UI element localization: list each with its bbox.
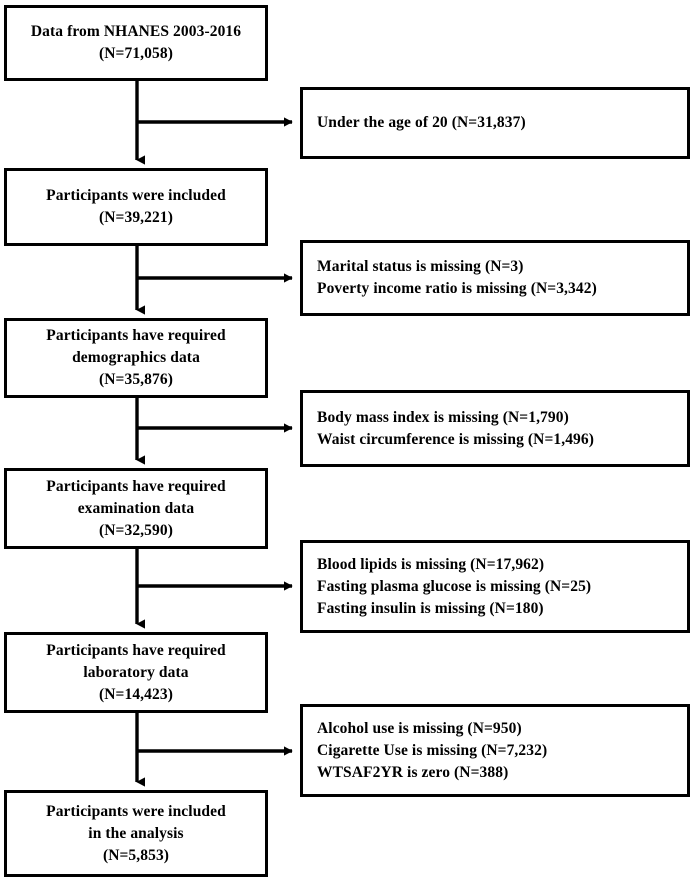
exclusion-laboratory: Blood lipids is missing (N=17,962) Fasti… (300, 540, 690, 633)
node-included-line-1: Participants were included (46, 187, 226, 204)
exclusion-demographics: Marital status is missing (N=3) Poverty … (300, 240, 690, 316)
node-examination: Participants have required examination d… (4, 468, 268, 549)
connector-group-2 (135, 246, 293, 315)
node-source: Data from NHANES 2003-2016 (N=71,058) (4, 5, 268, 81)
node-analysis-line-1: Participants were included (46, 802, 226, 820)
node-demographics: Participants have required demographics … (4, 318, 268, 398)
node-examination-line-2: examination data (77, 499, 195, 517)
connector-group-1 (135, 80, 293, 165)
node-examination-line-1: Participants have required (46, 477, 226, 495)
exclusion-laboratory-line-3: Fasting insulin is missing (N=180) (317, 599, 544, 617)
node-analysis: Participants were included in the analys… (4, 790, 268, 877)
exclusion-demographics-line-1: Marital status is missing (N=3) (317, 258, 524, 275)
connector-group-3 (135, 397, 293, 465)
node-demographics-line-3: (N=35,876) (99, 371, 173, 388)
exclusion-demographics-line-2: Poverty income ratio is missing (N=3,342… (317, 280, 597, 297)
node-source-line-2: (N=71,058) (99, 45, 173, 62)
node-source-line-1: Data from NHANES 2003-2016 (30, 23, 242, 40)
exclusion-age-line-1: Under the age of 20 (N=31,837) (317, 114, 526, 131)
node-laboratory-line-3: (N=14,423) (99, 685, 173, 703)
node-analysis-line-2: in the analysis (88, 824, 184, 842)
exclusion-questionnaire: Alcohol use is missing (N=950) Cigarette… (300, 704, 690, 797)
exclusion-questionnaire-line-1: Alcohol use is missing (N=950) (317, 719, 522, 737)
node-demographics-line-1: Participants have required (46, 327, 226, 344)
node-included-line-2: (N=39,221) (99, 209, 173, 226)
exclusion-laboratory-line-2: Fasting plasma glucose is missing (N=25) (317, 577, 592, 595)
node-laboratory: Participants have required laboratory da… (4, 632, 268, 713)
exclusion-questionnaire-line-2: Cigarette Use is missing (N=7,232) (317, 741, 548, 759)
exclusion-questionnaire-line-3: WTSAF2YR is zero (N=388) (317, 763, 509, 781)
node-included: Participants were included (N=39,221) (4, 168, 268, 246)
exclusion-examination-line-1: Body mass index is missing (N=1,790) (317, 408, 569, 426)
exclusion-examination: Body mass index is missing (N=1,790) Wai… (300, 390, 690, 467)
node-demographics-line-2: demographics data (72, 349, 200, 366)
exclusion-laboratory-line-1: Blood lipids is missing (N=17,962) (317, 555, 545, 573)
node-analysis-line-3: (N=5,853) (102, 846, 170, 864)
node-laboratory-line-2: laboratory data (83, 663, 189, 681)
node-examination-line-3: (N=32,590) (99, 521, 173, 539)
exclusion-examination-line-2: Waist circumference is missing (N=1,496) (317, 430, 595, 448)
exclusion-age: Under the age of 20 (N=31,837) (300, 87, 690, 159)
connector-group-4 (135, 548, 293, 629)
connector-group-5 (135, 712, 293, 787)
node-laboratory-line-1: Participants have required (46, 641, 226, 659)
